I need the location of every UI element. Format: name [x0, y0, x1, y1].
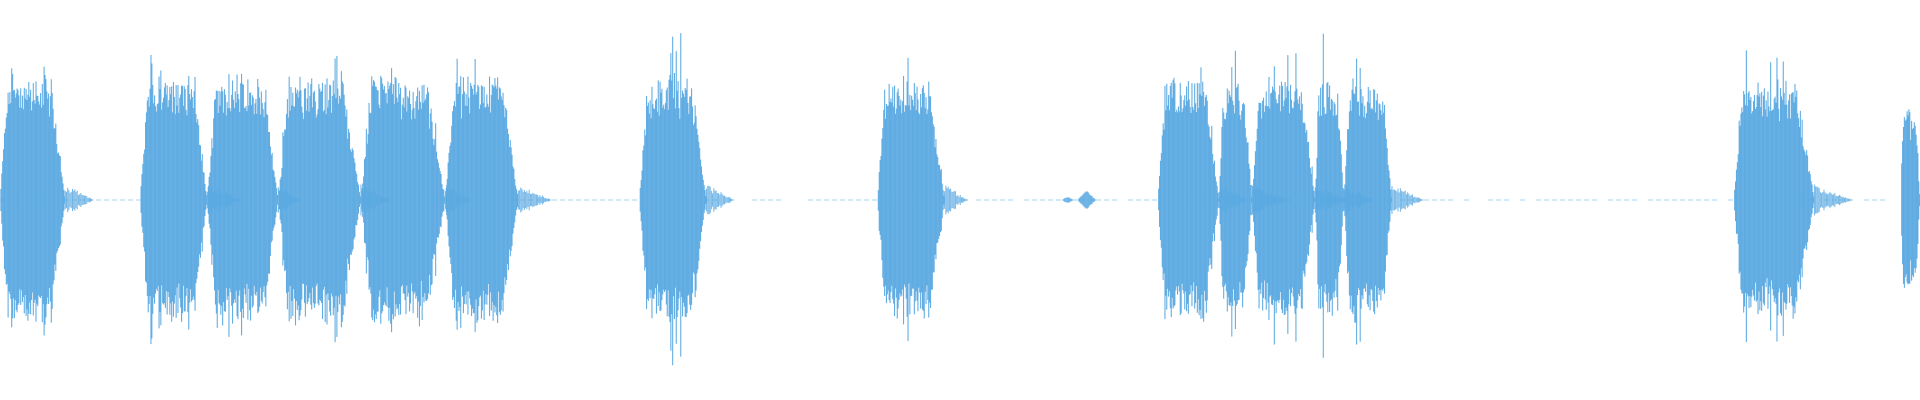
waveform-segment-burst-1 — [0, 66, 95, 336]
waveform-blip-1 — [1077, 191, 1097, 209]
waveform-segment-burst-9 — [1158, 67, 1250, 322]
waveform-segment-burst-4 — [278, 55, 391, 343]
waveform-blip-2 — [1062, 197, 1074, 203]
waveform-segment-burst-10 — [1219, 50, 1292, 337]
waveform-segment-burst-3 — [207, 73, 301, 337]
waveform-segment-burst-5 — [361, 68, 470, 333]
waveform-segment-burst-6 — [445, 58, 552, 332]
waveform-segment-burst-13 — [1344, 58, 1424, 345]
waveform-segment-burst-7 — [639, 33, 735, 366]
waveform-blips-group — [1062, 191, 1097, 209]
waveform-segment-burst-2 — [140, 54, 244, 345]
waveform-segments-group — [0, 33, 1920, 366]
waveform-segment-burst-14 — [1734, 50, 1853, 343]
waveform-segment-burst-15 — [1901, 109, 1920, 288]
waveform-segment-burst-8 — [877, 57, 968, 341]
